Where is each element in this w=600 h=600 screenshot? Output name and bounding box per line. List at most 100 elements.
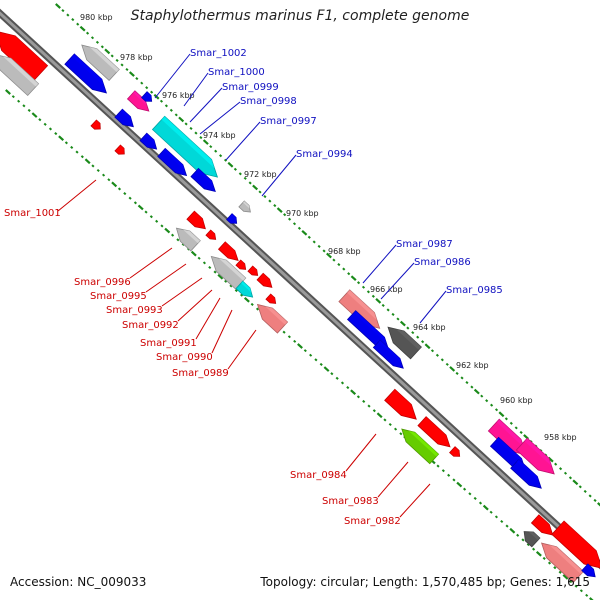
gene-label-lower: Smar_0989 (172, 368, 229, 379)
kbp-tick-label: 972 kbp (244, 170, 277, 179)
gene-arrow-red (247, 265, 259, 276)
tick-mark-upper (202, 139, 209, 145)
kbp-tick-label: 978 kbp (120, 53, 153, 62)
tick-mark-upper (135, 77, 139, 81)
tick-mark-upper (140, 81, 144, 85)
gene-arrow-red (205, 229, 217, 240)
tick-mark-upper (199, 136, 203, 140)
tick-mark-lower (441, 469, 445, 473)
tick-mark-upper (301, 229, 308, 236)
tick-mark-lower (463, 487, 467, 491)
tick-mark-upper (55, 3, 61, 9)
tick-mark-lower (240, 293, 244, 297)
tick-mark-upper (583, 489, 587, 493)
tick-mark-lower (521, 538, 525, 542)
tick-mark-lower (160, 224, 164, 228)
tick-mark-lower (149, 215, 153, 219)
gene-label-upper: Smar_0986 (414, 257, 471, 268)
tick-mark-upper (169, 108, 173, 112)
kbp-tick-label: 968 kbp (328, 247, 361, 256)
tick-mark-lower (516, 533, 520, 537)
tick-mark-lower (282, 330, 286, 334)
tick-row-upper (55, 3, 600, 507)
tick-mark-lower (229, 284, 233, 288)
tick-mark-lower (473, 496, 477, 500)
tick-mark-lower (309, 353, 313, 357)
leader-line-upper (199, 101, 241, 135)
gene-label-lower: Smar_0984 (290, 470, 347, 481)
gene-arrow-dark_grey (387, 326, 422, 360)
tick-mark-upper (411, 331, 415, 335)
gene-arrow-red-shine (209, 230, 216, 237)
kbp-tick-label: 964 kbp (413, 323, 446, 332)
gene-labels: Smar_1002Smar_1000Smar_0999Smar_0998Smar… (4, 48, 503, 527)
tick-mark-lower (171, 233, 175, 237)
tick-mark-lower (190, 250, 197, 257)
gene-arrow-grey-shine (242, 200, 250, 209)
tick-mark-upper (115, 58, 119, 62)
tick-mark-lower (80, 155, 84, 159)
gene-arrow-blue-shine (196, 168, 214, 187)
tick-mark-lower (330, 372, 334, 376)
gene-arrow-red-shine (119, 145, 125, 152)
tick-mark-lower (84, 158, 91, 165)
leader-line-lower (345, 433, 377, 472)
gene-arrow-pink-shine (549, 544, 584, 575)
tick-mark-lower (526, 543, 530, 547)
accession-text: Accession: NC_009033 (10, 575, 147, 589)
gene-arrow-red (217, 241, 239, 262)
tick-mark-lower (452, 478, 456, 482)
gene-label-upper: Smar_0997 (260, 116, 317, 127)
tick-mark-lower (468, 492, 472, 496)
kbp-tick-label: 960 kbp (500, 396, 533, 405)
tick-mark-upper (485, 399, 489, 403)
tick-mark-lower (64, 141, 68, 145)
tick-mark-upper (337, 263, 341, 267)
tick-mark-upper (86, 31, 90, 35)
tick-mark-upper (76, 22, 80, 26)
tick-mark-lower (532, 547, 536, 551)
tick-mark-upper (110, 54, 114, 58)
tick-mark-upper (424, 343, 431, 350)
tick-mark-lower (5, 89, 11, 95)
gene-arrow-blue-shine (378, 340, 402, 364)
tick-mark-upper (317, 244, 321, 248)
tick-mark-lower (293, 339, 297, 343)
tick-mark-lower (323, 366, 330, 372)
gene-label-upper: Smar_0999 (222, 82, 279, 93)
tick-mark-upper (233, 167, 237, 171)
tick-mark-lower (350, 389, 357, 396)
tick-mark-lower (58, 135, 65, 142)
gene-arrow-pink-shine (347, 289, 378, 321)
tick-mark-lower (456, 481, 463, 488)
tick-mark-lower (22, 104, 26, 108)
tick-mark-lower (224, 279, 228, 283)
tick-mark-lower (243, 296, 250, 303)
tick-mark-lower (91, 164, 95, 168)
tick-mark-lower (388, 422, 392, 427)
tick-mark-lower (482, 504, 489, 511)
tick-mark-lower (128, 196, 132, 200)
tick-mark-upper (214, 149, 218, 153)
gene-arrow-green-shine (408, 430, 439, 457)
tick-mark-upper (396, 317, 400, 321)
tick-mark-upper (307, 235, 311, 239)
tick-mark-lower (155, 219, 159, 223)
tick-mark-lower (48, 127, 53, 131)
tick-mark-upper (460, 376, 464, 380)
gene-arrow-red-shine (424, 416, 449, 442)
tick-mark-upper (189, 126, 193, 131)
tick-mark-upper (366, 290, 370, 294)
tick-mark-upper (381, 303, 385, 307)
tick-mark-upper (243, 176, 247, 180)
gene-arrow-magenta-shine (133, 90, 148, 106)
tick-mark-upper (79, 25, 86, 32)
tick-mark-upper (100, 45, 104, 49)
tick-mark-upper (455, 371, 459, 375)
tick-mark-lower (31, 112, 38, 118)
gene-arrow-grey-shine (218, 258, 246, 281)
kbp-tick-label: 974 kbp (203, 131, 236, 140)
tick-mark-upper (258, 190, 262, 194)
tick-mark-lower (123, 192, 127, 196)
tick-mark-lower (585, 593, 589, 597)
